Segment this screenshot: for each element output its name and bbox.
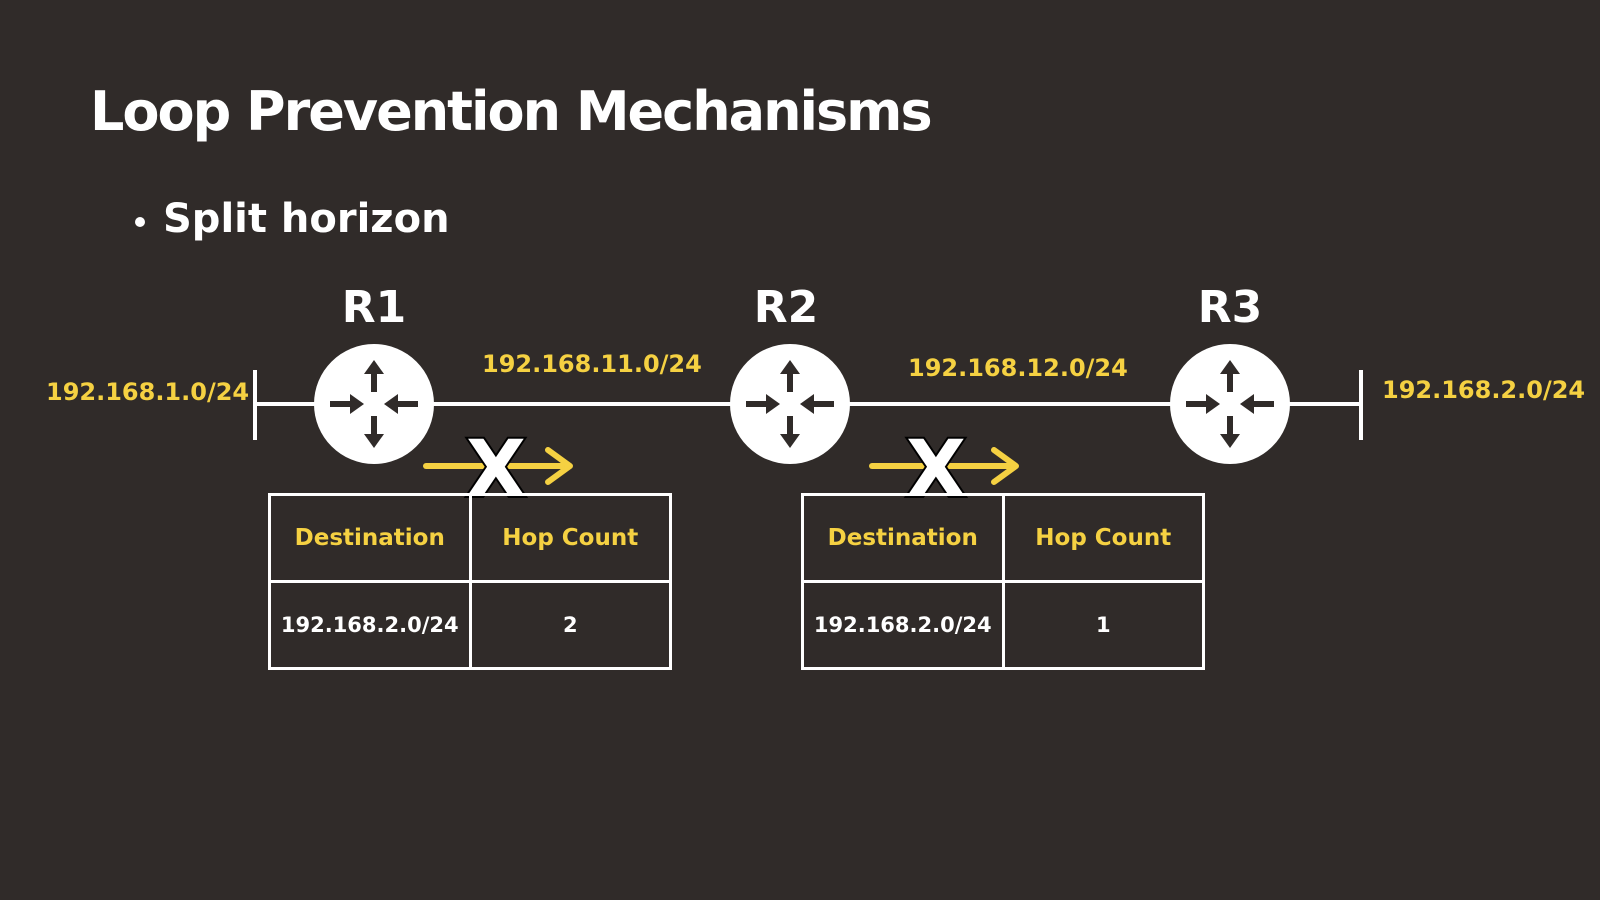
router-r1-label: R1 <box>341 282 407 333</box>
routing-table-r2: Destination Hop Count 192.168.2.0/24 1 <box>801 493 1205 670</box>
table-cell-destination: 192.168.2.0/24 <box>801 580 1005 670</box>
router-r3-label: R3 <box>1197 282 1263 333</box>
network-right-label: 192.168.2.0/24 <box>1382 376 1586 404</box>
table-cell-hop-count: 2 <box>468 580 672 670</box>
bullet-item: Split horizon <box>135 196 450 242</box>
table-cell-destination: 192.168.2.0/24 <box>268 580 472 670</box>
routing-table-r1: Destination Hop Count 192.168.2.0/24 2 <box>268 493 672 670</box>
table-header-hop-count: Hop Count <box>468 493 672 583</box>
table-row: 192.168.2.0/24 2 <box>268 580 672 670</box>
network-r2-r3-label: 192.168.12.0/24 <box>908 354 1128 382</box>
router-r2-icon <box>730 344 850 464</box>
table-header-destination: Destination <box>801 493 1005 583</box>
router-r2-label: R2 <box>753 282 819 333</box>
update-arrow-r2-icon <box>869 447 1019 485</box>
table-row: 192.168.2.0/24 1 <box>801 580 1205 670</box>
bullet-dot <box>135 217 145 227</box>
network-left-label: 192.168.1.0/24 <box>46 378 250 406</box>
update-arrow-r1-icon <box>423 447 573 485</box>
table-cell-hop-count: 1 <box>1001 580 1205 670</box>
table-header-destination: Destination <box>268 493 472 583</box>
page-title: Loop Prevention Mechanisms <box>90 80 933 143</box>
bullet-text: Split horizon <box>163 196 450 242</box>
router-r1-icon <box>314 344 434 464</box>
network-r1-r2-label: 192.168.11.0/24 <box>482 350 702 378</box>
router-r3-icon <box>1170 344 1290 464</box>
table-header-hop-count: Hop Count <box>1001 493 1205 583</box>
